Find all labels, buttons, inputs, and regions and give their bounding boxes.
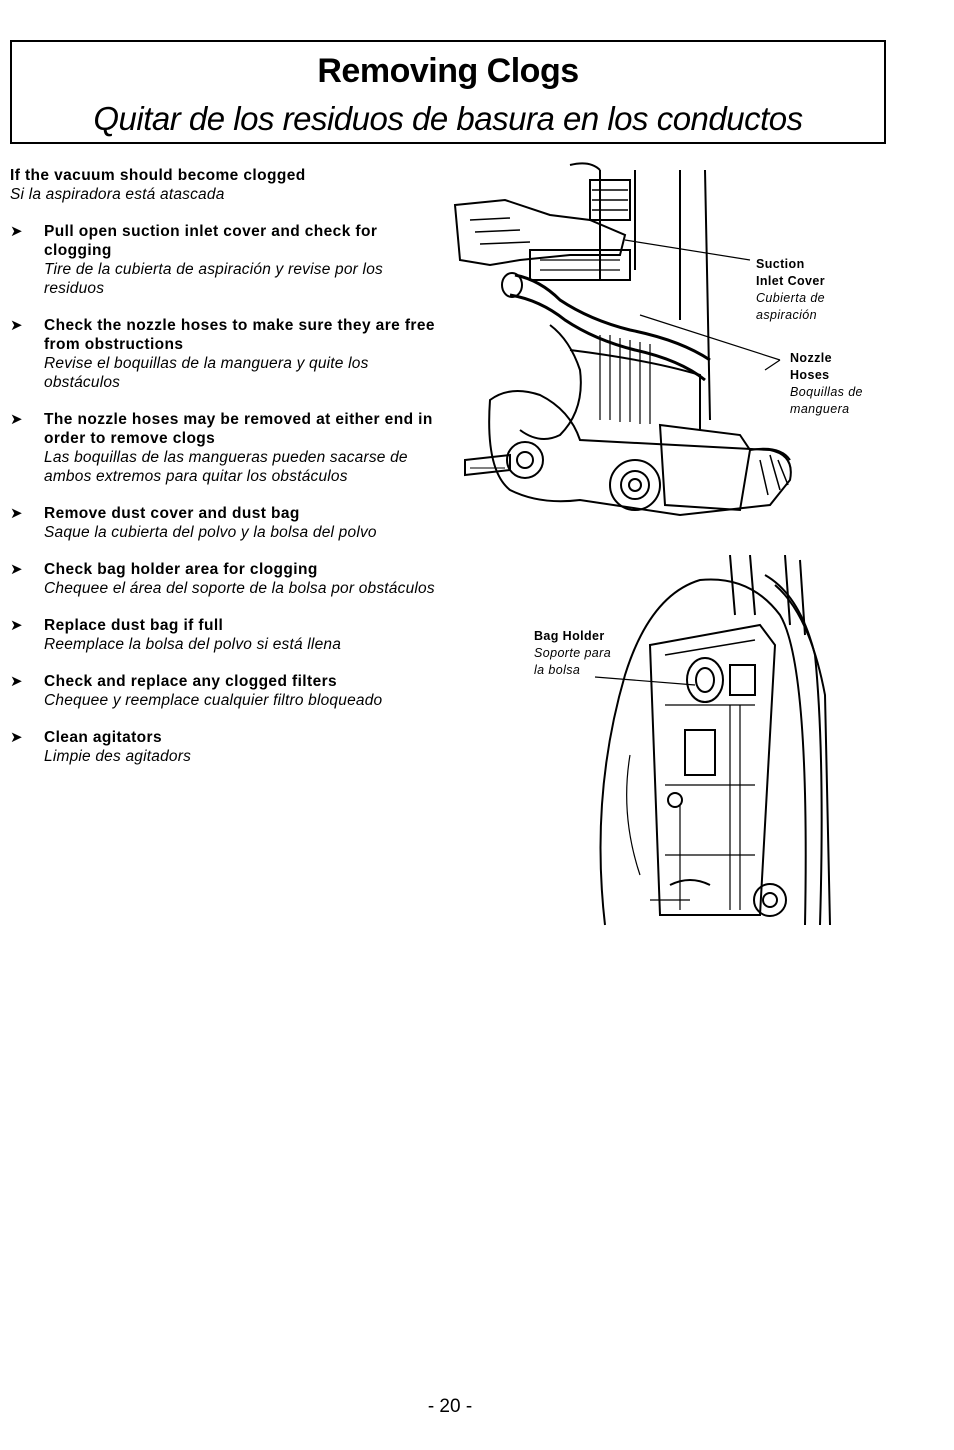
step-en: Replace dust bag if full — [44, 617, 224, 634]
step-en: Pull open suction inlet cover and check … — [44, 223, 378, 259]
arrow-icon: ➤ — [10, 617, 23, 634]
nozzle-hoses-label: Nozzle Hoses Boquillas de manguera — [790, 350, 863, 418]
step-es: Tire de la cubierta de aspiración y revi… — [44, 261, 383, 297]
list-item: ➤ Check and replace any clogged filters … — [10, 672, 440, 710]
step-en: Check bag holder area for clogging — [44, 561, 318, 578]
step-en: Check the nozzle hoses to make sure they… — [44, 317, 435, 353]
step-es: Saque la cubierta del polvo y la bolsa d… — [44, 524, 377, 541]
arrow-icon: ➤ — [10, 729, 23, 746]
list-item: ➤ Replace dust bag if full Reemplace la … — [10, 616, 440, 654]
suction-inlet-cover-label: Suction Inlet Cover Cubierta de aspiraci… — [756, 256, 825, 324]
list-item: ➤ The nozzle hoses may be removed at eit… — [10, 410, 440, 486]
list-item: ➤ Check the nozzle hoses to make sure th… — [10, 316, 440, 392]
step-es: Chequee el área del soporte de la bolsa … — [44, 580, 435, 597]
intro: If the vacuum should become clogged Si l… — [10, 166, 430, 204]
vacuum-nozzle-illustration — [453, 162, 792, 517]
arrow-icon: ➤ — [10, 411, 23, 428]
page-number: - 20 - — [427, 1396, 473, 1417]
label-es: Cubierta de — [756, 291, 826, 305]
page-subtitle: Quitar de los residuos de basura en los … — [93, 100, 803, 137]
label-en: Inlet Cover — [756, 274, 825, 288]
step-en: Clean agitators — [44, 729, 162, 746]
title-box: Removing Clogs Quitar de los residuos de… — [10, 40, 886, 144]
step-en: Check and replace any clogged filters — [44, 673, 338, 690]
list-item: ➤ Check bag holder area for clogging Che… — [10, 560, 440, 598]
intro-en: If the vacuum should become clogged — [10, 167, 306, 184]
list-item: ➤ Clean agitators Limpie des agitadors — [10, 728, 440, 766]
bag-holder-label: Bag Holder Soporte para la bolsa — [534, 628, 611, 679]
arrow-icon: ➤ — [10, 673, 23, 690]
list-item: ➤ Pull open suction inlet cover and chec… — [10, 222, 440, 298]
label-en: Nozzle — [790, 351, 832, 365]
step-en: Remove dust cover and dust bag — [44, 505, 300, 522]
bag-holder-illustration — [594, 555, 831, 926]
label-es: Soporte para — [534, 646, 612, 660]
step-list: ➤ Pull open suction inlet cover and chec… — [10, 222, 440, 784]
step-es: Limpie des agitadors — [44, 748, 192, 765]
label-es: Boquillas de — [790, 385, 863, 399]
step-es: Reemplace la bolsa del polvo si está lle… — [44, 636, 342, 653]
arrow-icon: ➤ — [10, 561, 23, 578]
arrow-icon: ➤ — [10, 223, 23, 240]
page-title: Removing Clogs — [317, 52, 579, 90]
arrow-icon: ➤ — [10, 317, 23, 334]
label-es: aspiración — [756, 308, 817, 322]
step-en: The nozzle hoses may be removed at eithe… — [44, 411, 433, 447]
step-es: Chequee y reemplace cualquier filtro blo… — [44, 692, 383, 709]
label-es: manguera — [790, 402, 850, 416]
intro-es: Si la aspiradora está atascada — [10, 186, 225, 203]
label-en: Hoses — [790, 368, 830, 382]
label-es: la bolsa — [534, 663, 581, 677]
step-es: Revise el boquillas de la manguera y qui… — [44, 355, 369, 391]
step-es: Las boquillas de las mangueras pueden sa… — [44, 449, 408, 485]
label-en: Bag Holder — [534, 629, 605, 643]
list-item: ➤ Remove dust cover and dust bag Saque l… — [10, 504, 440, 542]
arrow-icon: ➤ — [10, 505, 23, 522]
label-en: Suction — [756, 257, 805, 271]
